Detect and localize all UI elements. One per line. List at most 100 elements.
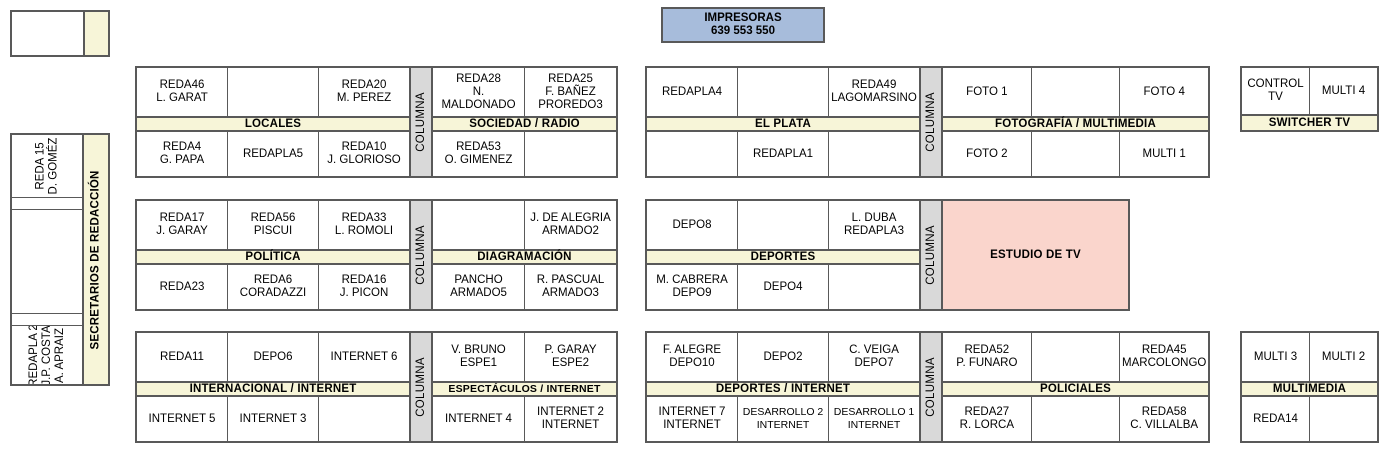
block-deportesinternet-policiales: F. ALEGRE DEPO10 DEPO2 C. VEIGA DEPO7 DE… <box>645 331 1210 443</box>
group-locales: REDA46 L. GARAT REDA20 M. PEREZ LOCALES … <box>137 68 409 176</box>
desk[interactable]: REDA11 <box>137 333 228 381</box>
desk[interactable]: REDA14 <box>1242 397 1310 441</box>
desk[interactable]: REDA16 J. PICON <box>339 274 389 299</box>
desk[interactable]: FOTO 4 <box>1143 85 1185 98</box>
group-diagramacion-top-row: J. DE ALEGRIA ARMADO2 <box>433 201 616 249</box>
desk[interactable]: CONTROL TV <box>1242 68 1310 114</box>
group-label-diagramacion: DIAGRAMACIÓN <box>433 249 616 265</box>
desk[interactable]: REDA45 MARCOLONGO <box>1122 344 1207 369</box>
desk[interactable]: DEPO4 <box>738 265 829 309</box>
desk[interactable] <box>433 201 525 249</box>
desk[interactable] <box>1032 333 1121 381</box>
sidebar-top-cell[interactable] <box>12 12 83 55</box>
desk[interactable]: L. DUBA REDAPLA3 <box>843 212 905 237</box>
desk[interactable]: REDA10 J. GLORIOSO <box>327 141 401 166</box>
desk[interactable]: INTERNET 4 <box>433 397 525 441</box>
desk[interactable]: REDA6 CORADAZZI <box>228 265 319 309</box>
desk[interactable]: P. GARAY ESPE2 <box>544 344 597 369</box>
desk[interactable]: REDA17 J. GARAY <box>137 201 228 249</box>
desk[interactable]: DEPO6 <box>228 333 319 381</box>
desk[interactable] <box>829 132 919 176</box>
desk[interactable]: REDA25 F. BAÑEZ PROREDO3 <box>538 72 603 111</box>
desk[interactable] <box>1032 132 1121 176</box>
desk[interactable] <box>525 132 616 176</box>
sidebar-top-band <box>82 12 108 55</box>
group-label-deportes-internet: DEPORTES / INTERNET <box>647 381 919 397</box>
sidebar-cell-spacer-2[interactable] <box>12 314 82 326</box>
desk[interactable]: REDA23 <box>137 265 228 309</box>
desk[interactable] <box>1310 397 1377 441</box>
group-diagramacion-bottom-row: PANCHO ARMADO5 R. PASCUAL ARMADO3 <box>433 265 616 309</box>
sidebar-cell-reda15[interactable]: REDA 15 D. GOMÉZ <box>12 135 82 198</box>
group-deportesint-bottom-row: INTERNET 7 INTERNET DESARROLLO 2 INTERNE… <box>647 397 919 441</box>
sidebar-cell-empty[interactable] <box>12 210 82 314</box>
sidebar-top-box-cells <box>12 12 83 55</box>
sidebar-cell-redapla2[interactable]: REDAPLA 2 J.P. COSTA A. APRAIZ <box>27 326 66 384</box>
desk[interactable]: REDAPLA1 <box>738 132 829 176</box>
columna-divider: COLUMNA <box>919 68 943 176</box>
columna-divider: COLUMNA <box>919 201 943 309</box>
sidebar-secretarios: REDA 15 D. GOMÉZ REDAPLA 2 J.P. COSTA A.… <box>10 133 110 386</box>
desk[interactable]: REDA49 LAGOMARSINO <box>831 79 917 104</box>
desk[interactable]: INTERNET 7 INTERNET <box>647 397 738 441</box>
desk[interactable] <box>1032 397 1121 441</box>
desk[interactable]: INTERNET 5 <box>137 397 228 441</box>
desk[interactable]: DESARROLLO 1 INTERNET <box>833 406 915 431</box>
group-deportes-internet: F. ALEGRE DEPO10 DEPO2 C. VEIGA DEPO7 DE… <box>647 333 919 441</box>
columna-label: COLUMNA <box>925 225 938 285</box>
desk[interactable]: REDA4 G. PAPA <box>137 132 228 176</box>
group-deportes: DEPO8 L. DUBA REDAPLA3 DEPORTES M. CABRE… <box>647 201 919 309</box>
block-multimedia: MULTI 3 MULTI 2 MULTIMEDIA REDA14 <box>1240 331 1379 443</box>
desk[interactable]: REDA28 N. MALDONADO <box>433 68 525 116</box>
desk[interactable]: MULTI 1 <box>1142 147 1186 160</box>
sidebar-cell-spacer-1[interactable] <box>12 198 82 210</box>
desk[interactable] <box>228 68 319 116</box>
desk[interactable]: REDA52 P. FUNARO <box>943 333 1032 381</box>
group-elplata-bottom-row: REDAPLA1 <box>647 132 919 176</box>
block-elplata-fotografia: REDAPLA4 REDA49 LAGOMARSINO EL PLATA RED… <box>645 66 1210 178</box>
desk[interactable] <box>647 132 738 176</box>
desk[interactable]: REDA56 PISCUI <box>228 201 319 249</box>
desk[interactable]: J. DE ALEGRIA ARMADO2 <box>530 212 611 237</box>
sidebar-cell-column: REDA 15 D. GOMÉZ REDAPLA 2 J.P. COSTA A.… <box>12 135 82 384</box>
desk[interactable]: FOTO 1 <box>943 68 1032 116</box>
desk[interactable] <box>829 265 919 309</box>
desk[interactable]: INTERNET 3 <box>228 397 319 441</box>
desk[interactable]: F. ALEGRE DEPO10 <box>647 333 738 381</box>
desk[interactable]: REDA27 R. LORCA <box>943 397 1032 441</box>
desk[interactable]: INTERNET 6 <box>330 350 398 363</box>
desk[interactable]: INTERNET 2 INTERNET <box>537 406 604 431</box>
desk[interactable]: REDA46 L. GARAT <box>137 68 228 116</box>
estudio-de-tv-panel[interactable]: ESTUDIO DE TV <box>943 201 1128 309</box>
desk[interactable]: PANCHO ARMADO5 <box>433 265 525 309</box>
desk[interactable]: V. BRUNO ESPE1 <box>433 333 525 381</box>
group-policiales: REDA52 P. FUNARO REDA45 MARCOLONGO POLIC… <box>943 333 1208 441</box>
group-policiales-bottom-row: REDA27 R. LORCA REDA58 C. VILLALBA <box>943 397 1208 441</box>
desk[interactable]: REDA33 L. ROMOLI <box>334 212 394 237</box>
desk[interactable]: MULTI 2 <box>1321 350 1366 363</box>
group-deportesint-top-row: F. ALEGRE DEPO10 DEPO2 C. VEIGA DEPO7 <box>647 333 919 381</box>
desk[interactable]: REDA20 M. PEREZ <box>336 79 392 104</box>
desk[interactable]: MULTI 4 <box>1321 84 1366 97</box>
desk[interactable]: DEPO8 <box>647 201 738 249</box>
desk[interactable] <box>319 397 409 441</box>
desk[interactable]: REDAPLA4 <box>647 68 738 116</box>
group-switcher-top-row: CONTROL TV MULTI 4 <box>1242 68 1377 114</box>
group-multimedia-bottom-row: REDA14 <box>1242 397 1377 441</box>
group-label-internacional-internet: INTERNACIONAL / INTERNET <box>137 381 409 397</box>
sidebar-top-box <box>10 10 110 57</box>
desk[interactable]: DEPO2 <box>738 333 829 381</box>
desk[interactable]: M. CABRERA DEPO9 <box>647 265 738 309</box>
desk[interactable]: DESARROLLO 2 INTERNET <box>738 397 829 441</box>
desk[interactable]: REDA58 C. VILLALBA <box>1130 406 1199 431</box>
desk[interactable]: R. PASCUAL ARMADO3 <box>536 274 605 299</box>
desk[interactable] <box>738 68 829 116</box>
desk[interactable]: MULTI 3 <box>1242 333 1310 381</box>
desk[interactable] <box>738 201 829 249</box>
desk[interactable]: REDA53 O. GIMENEZ <box>433 132 525 176</box>
group-locales-top-row: REDA46 L. GARAT REDA20 M. PEREZ <box>137 68 409 116</box>
desk[interactable] <box>1032 68 1121 116</box>
desk[interactable]: C. VEIGA DEPO7 <box>849 344 899 369</box>
desk[interactable]: FOTO 2 <box>943 132 1032 176</box>
desk[interactable]: REDAPLA5 <box>228 132 319 176</box>
